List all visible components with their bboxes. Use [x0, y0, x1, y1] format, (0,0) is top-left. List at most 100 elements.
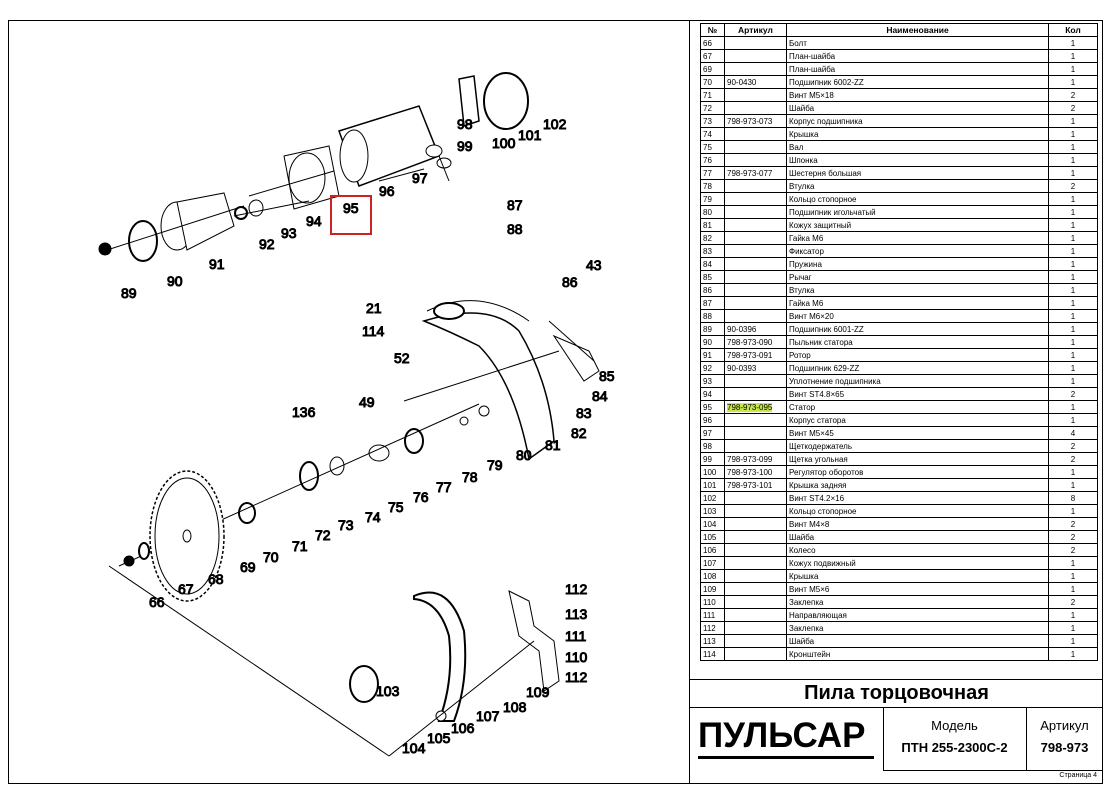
callout-92: 92 [259, 236, 275, 252]
cell-article [724, 309, 787, 323]
cell-name: Пружина [786, 257, 1049, 271]
cell-qty: 1 [1048, 634, 1098, 648]
cell-article [724, 283, 787, 297]
cell-qty: 2 [1048, 595, 1098, 609]
cell-article [724, 36, 787, 50]
cell-article [724, 517, 787, 531]
cell-name: Пыльник статора [786, 335, 1049, 349]
callout-70: 70 [263, 549, 279, 565]
callout-112: 111 [565, 628, 586, 644]
cell-article [724, 634, 787, 648]
cell-name: Шайба [786, 101, 1049, 115]
callout-111: 110 [565, 649, 588, 665]
cell-article [724, 62, 787, 76]
callout-69: 69 [240, 559, 256, 575]
cell-number: 95 [700, 400, 725, 414]
callout-77: 77 [436, 479, 452, 495]
cell-number: 89 [700, 322, 725, 336]
cell-article [724, 543, 787, 557]
cell-qty: 2 [1048, 179, 1098, 193]
cell-name: Статор [786, 400, 1049, 414]
cell-number: 67 [700, 49, 725, 63]
protective-guard [403, 300, 600, 461]
cell-article: 798-973-090 [724, 335, 787, 349]
cell-name: Колесо [786, 543, 1049, 557]
cell-name: Крышка [786, 127, 1049, 141]
cell-number: 110 [700, 595, 725, 609]
cell-article [724, 608, 787, 622]
cell-qty: 1 [1048, 270, 1098, 284]
callout-52: 52 [394, 350, 410, 366]
cell-qty: 1 [1048, 582, 1098, 596]
cell-name: Винт М4×8 [786, 517, 1049, 531]
callout-93: 93 [281, 225, 297, 241]
cell-name: Щетка угольная [786, 452, 1049, 466]
callout-110b: 112 [565, 669, 588, 685]
cell-article [724, 231, 787, 245]
cell-article: 90-0396 [724, 322, 787, 336]
cell-qty: 1 [1048, 231, 1098, 245]
cell-article [724, 270, 787, 284]
cell-qty: 1 [1048, 166, 1098, 180]
cell-number: 105 [700, 530, 725, 544]
cell-qty: 1 [1048, 296, 1098, 310]
cell-qty: 2 [1048, 530, 1098, 544]
cell-number: 76 [700, 153, 725, 167]
cell-name: Корпус статора [786, 413, 1049, 427]
cell-number: 74 [700, 127, 725, 141]
cell-name: Кожух защитный [786, 218, 1049, 232]
callout-114: 114 [362, 323, 385, 339]
col-number: № [700, 23, 725, 37]
cell-name: Кожух подвижный [786, 556, 1049, 570]
col-name: Наименование [786, 23, 1049, 37]
cell-qty: 1 [1048, 218, 1098, 232]
cell-number: 99 [700, 452, 725, 466]
cell-qty: 1 [1048, 374, 1098, 388]
callout-67: 67 [178, 581, 194, 597]
cell-qty: 1 [1048, 348, 1098, 362]
callout-100: 100 [492, 135, 516, 151]
col-article: Артикул [724, 23, 787, 37]
cell-qty: 4 [1048, 426, 1098, 440]
cell-article: 798-973-095 [724, 400, 787, 414]
cell-qty: 1 [1048, 62, 1098, 76]
cell-name: Втулка [786, 283, 1049, 297]
callout-97: 97 [412, 170, 428, 186]
cell-name: Винт М5×45 [786, 426, 1049, 440]
cell-number: 112 [700, 621, 725, 635]
cell-article [724, 244, 787, 258]
cell-name: Направляющая [786, 608, 1049, 622]
callout-71: 71 [292, 538, 308, 554]
cell-number: 103 [700, 504, 725, 518]
cell-number: 75 [700, 140, 725, 154]
callout-73: 73 [338, 517, 354, 533]
cell-qty: 1 [1048, 465, 1098, 479]
cell-name: Кольцо стопорное [786, 192, 1049, 206]
cell-qty: 1 [1048, 309, 1098, 323]
cell-number: 106 [700, 543, 725, 557]
cell-number: 97 [700, 426, 725, 440]
callout-76: 76 [413, 489, 429, 505]
